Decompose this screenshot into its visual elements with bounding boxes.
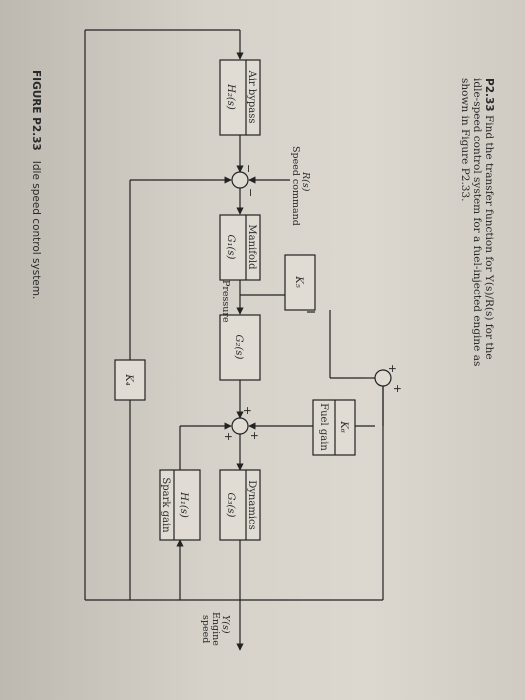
k5-block — [284, 254, 316, 311]
k4-block — [114, 359, 146, 401]
fuel-gain-label: Fuel gain — [318, 403, 329, 451]
sum-junction-1 — [231, 171, 249, 189]
dynamics-block — [219, 469, 261, 541]
k6-block — [312, 399, 356, 456]
k4-tf: K₄ — [123, 373, 134, 385]
sum-junction-3 — [374, 369, 392, 387]
output-desc-1: Engine — [210, 612, 221, 646]
spark-tf: H₁(s) — [178, 491, 189, 518]
input-desc-label: Speed command — [290, 146, 301, 226]
dynamics-tf: G₃(s) — [225, 493, 236, 518]
s3-sign-left: + — [386, 364, 399, 373]
sum-junction-2 — [231, 417, 249, 435]
s3-sign-top: + — [391, 384, 404, 393]
output-signal-label: Y(s) — [220, 615, 231, 634]
s2-sign-top: + — [248, 431, 261, 440]
figure-caption: FIGURE P2.33 Idle speed control system. — [30, 70, 42, 299]
caption-text: Idle speed control system. — [30, 160, 42, 300]
manifold-tf: G₁(s) — [225, 235, 236, 260]
s2-sign-right: + — [222, 432, 235, 441]
s1-sign-top: − — [244, 188, 257, 197]
output-desc-2: speed — [200, 615, 211, 643]
k5-tf: K₅ — [293, 275, 304, 287]
air-bypass-block — [219, 59, 261, 136]
pressure-label: Pressure — [220, 280, 231, 323]
air-bypass-label: Air bypass — [246, 69, 257, 123]
input-signal-label: R(s) — [300, 171, 311, 192]
dynamics-label: Dynamics — [246, 480, 257, 529]
spark-block — [159, 469, 201, 541]
caption-number: FIGURE P2.33 — [30, 70, 42, 151]
s2-sign-left: + — [241, 406, 254, 415]
spark-label: Spark gain — [160, 477, 171, 533]
air-bypass-tf: H₂(s) — [225, 83, 236, 110]
g2-tf: G₂(s) — [233, 335, 244, 360]
k6-tf: K₆ — [338, 420, 349, 432]
manifold-block — [219, 214, 261, 281]
s1-sign-left: − — [242, 164, 255, 173]
g2-block — [219, 314, 261, 381]
manifold-label: Manifold — [246, 224, 257, 270]
